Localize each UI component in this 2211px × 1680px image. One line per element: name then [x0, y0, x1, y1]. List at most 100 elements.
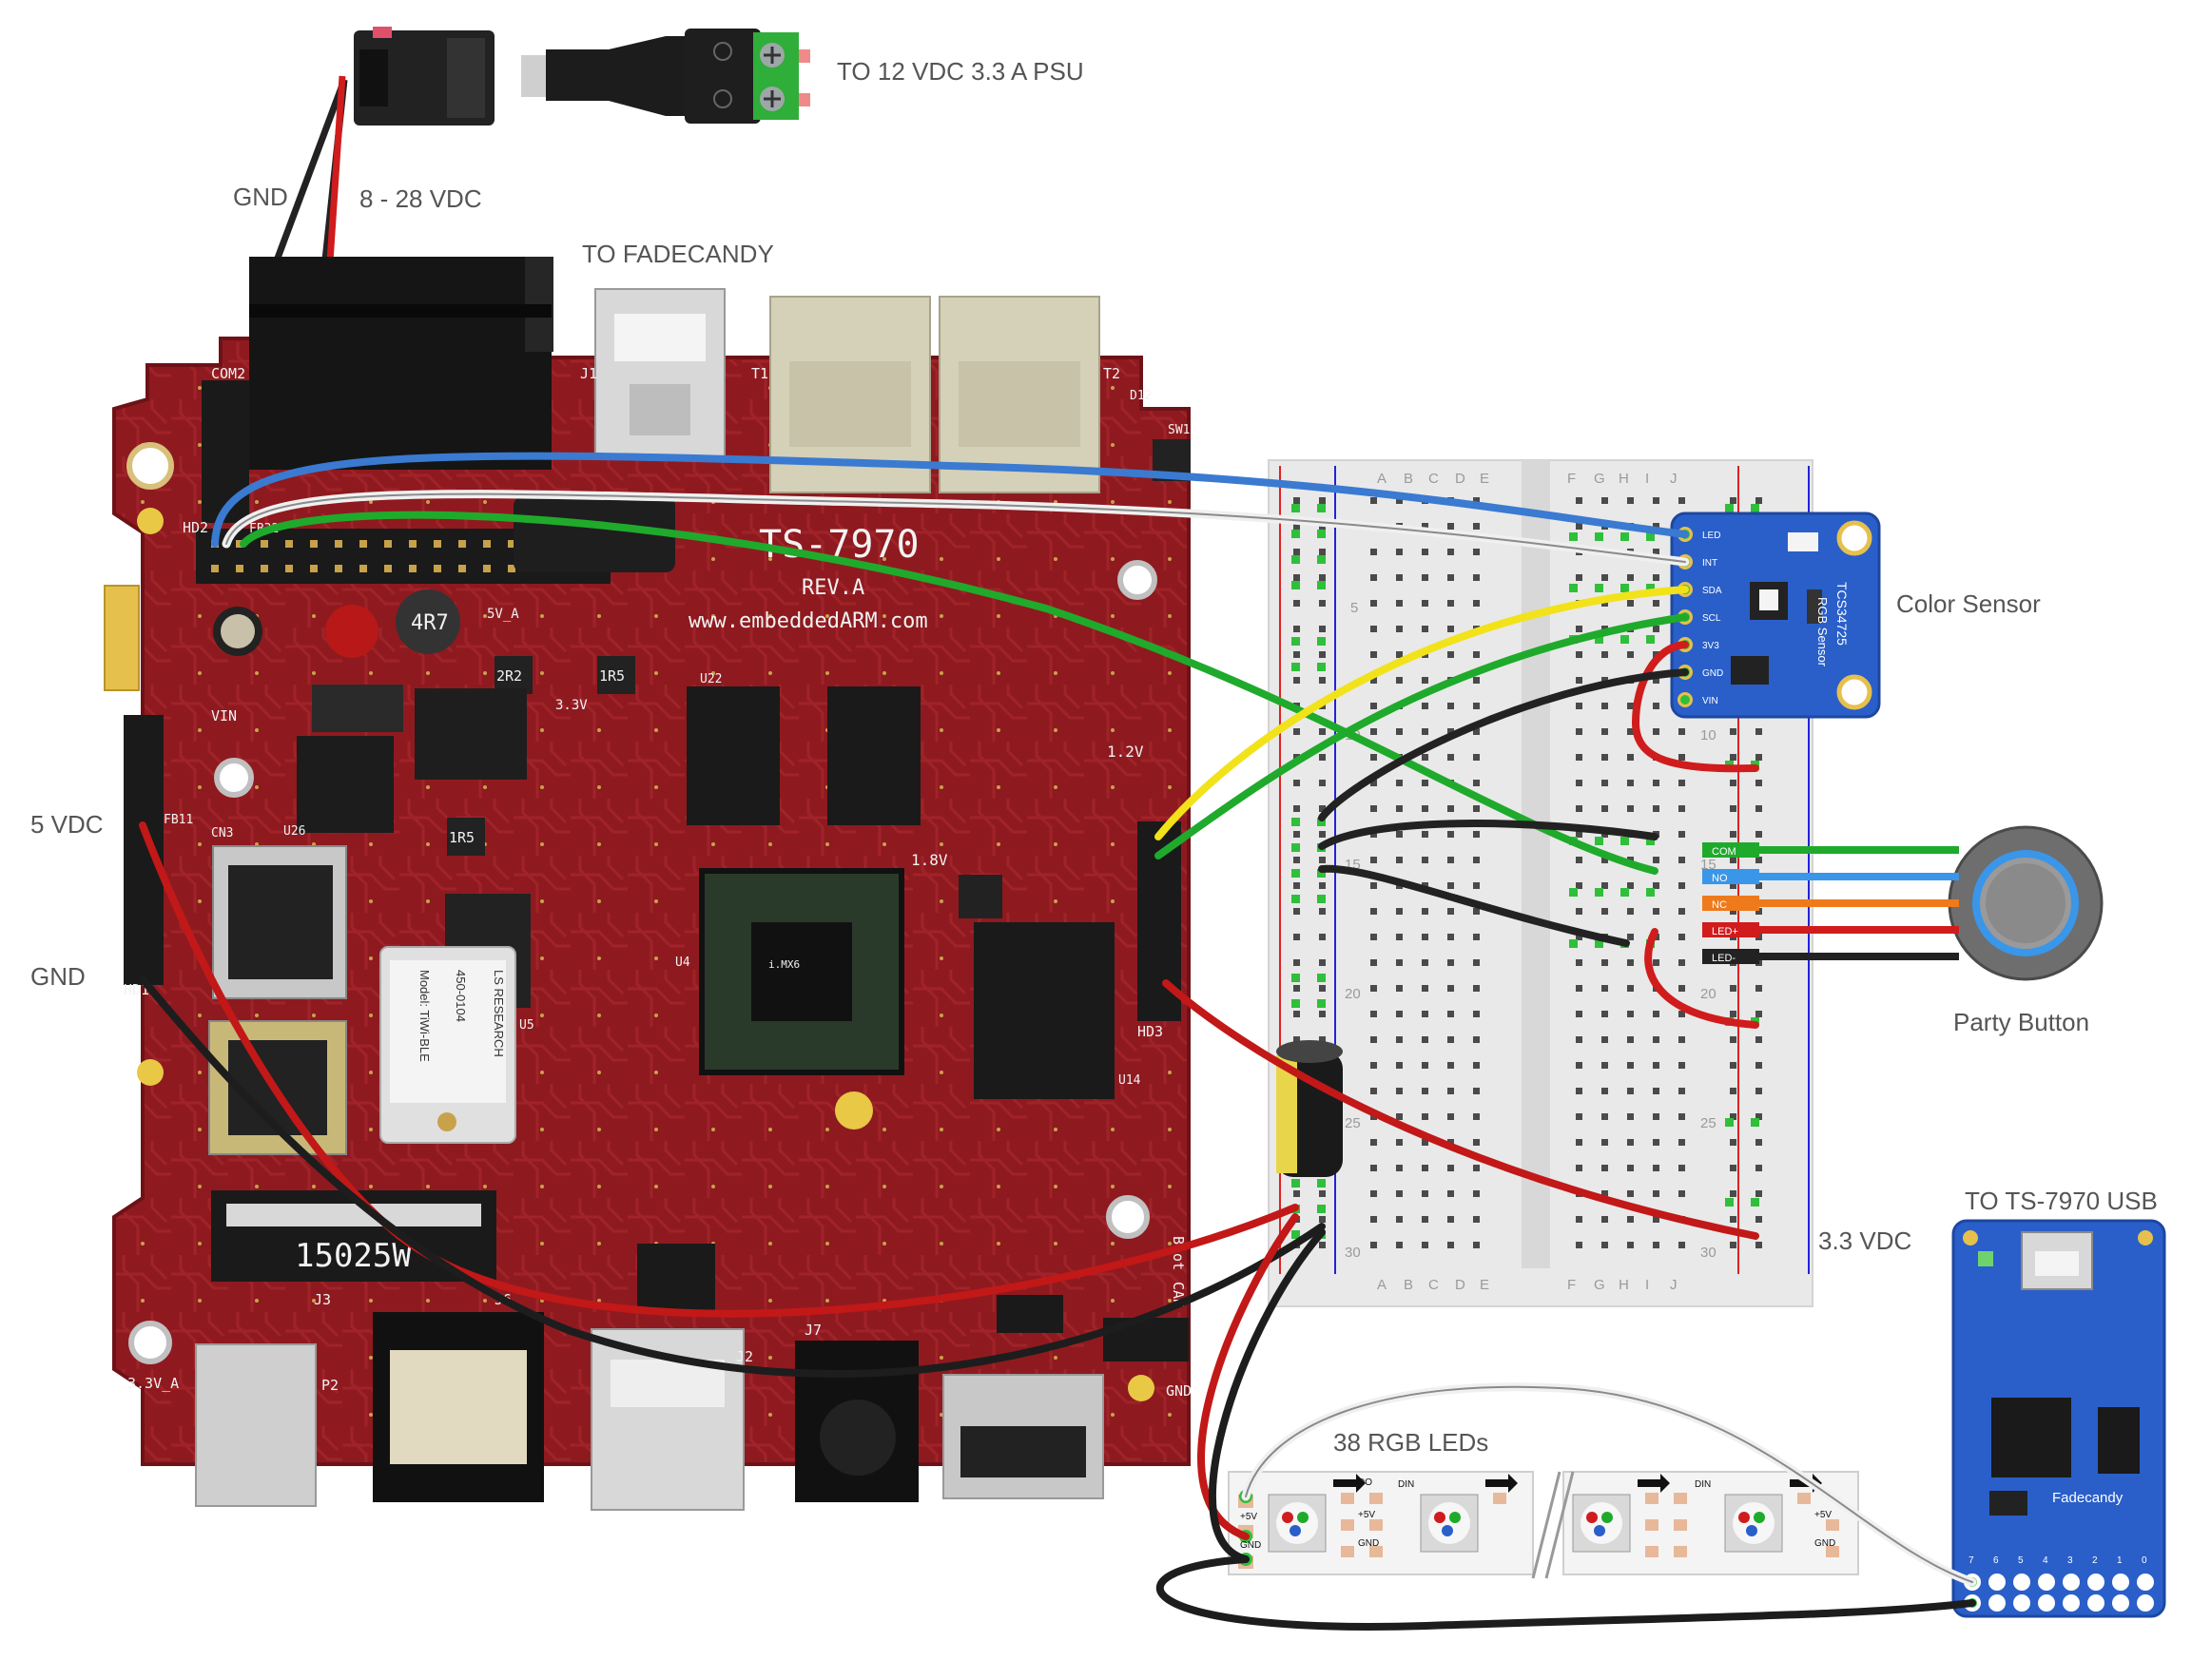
wire-black-gnd — [139, 975, 1326, 1378]
svg-text:LED: LED — [1702, 531, 1720, 541]
wire-white-data — [1245, 1385, 1973, 1583]
wire-green-button — [240, 511, 1658, 875]
svg-text:C: C — [1428, 471, 1439, 487]
fadecandy-board: Fadecandy 7 6 5 4 3 2 1 0 — [1951, 1219, 2166, 1618]
svg-text:A: A — [1377, 471, 1387, 487]
svg-text:D12: D12 — [1130, 389, 1152, 403]
svg-text:C: C — [1428, 1277, 1439, 1293]
svg-text:SCL: SCL — [1702, 613, 1721, 624]
svg-text:B: B — [1404, 471, 1413, 487]
wire-red-3v3 — [1162, 979, 1759, 1240]
svg-text:20: 20 — [1700, 986, 1716, 1002]
svg-text:DIN: DIN — [1398, 1479, 1414, 1490]
svg-text:H: H — [1619, 471, 1629, 487]
svg-text:i.MX6: i.MX6 — [768, 958, 800, 971]
svg-text:GND: GND — [1240, 1540, 1261, 1551]
svg-text:E: E — [1480, 1277, 1489, 1293]
svg-text:U22: U22 — [700, 672, 722, 686]
svg-text:1.8V: 1.8V — [911, 851, 948, 869]
svg-text:I: I — [1645, 1277, 1649, 1293]
svg-text:LS RESEARCH: LS RESEARCH — [492, 970, 506, 1057]
to-ts7970-usb-label: TO TS-7970 USB — [1965, 1187, 2158, 1215]
svg-text:5: 5 — [1350, 600, 1358, 616]
board-url: www.embeddedARM.com — [689, 609, 928, 633]
gnd-top-label: GND — [233, 183, 288, 211]
svg-text:15025W: 15025W — [295, 1237, 412, 1275]
svg-text:G: G — [1594, 1277, 1605, 1293]
svg-text:1R5: 1R5 — [599, 667, 625, 685]
svg-text:3.3V_A: 3.3V_A — [127, 1375, 179, 1392]
svg-text:HD3: HD3 — [1137, 1023, 1163, 1040]
svg-text:U5: U5 — [519, 1018, 534, 1033]
svg-text:H: H — [1619, 1277, 1629, 1293]
svg-text:COM: COM — [1712, 846, 1736, 858]
svg-text:3: 3 — [2067, 1555, 2073, 1566]
svg-text:4R7: 4R7 — [411, 611, 449, 635]
svg-text:DO: DO — [1358, 1477, 1372, 1488]
vdc33-label: 3.3 VDC — [1818, 1226, 1911, 1255]
svg-text:NO: NO — [1712, 873, 1728, 884]
svg-text:0: 0 — [2142, 1555, 2147, 1566]
svg-text:T2: T2 — [1103, 365, 1120, 382]
vdc-range-label: 8 - 28 VDC — [359, 184, 482, 213]
svg-text:30: 30 — [1700, 1245, 1716, 1261]
svg-text:7: 7 — [1969, 1555, 1974, 1566]
wire-blue-sensor — [211, 452, 1689, 548]
svg-text:INT: INT — [1702, 558, 1717, 569]
svg-text:4: 4 — [2043, 1555, 2048, 1566]
svg-text:U4: U4 — [675, 956, 690, 970]
wire-red-sensor-3v3 — [1631, 641, 1759, 773]
svg-text:25: 25 — [1345, 1115, 1361, 1131]
svg-text:J1: J1 — [580, 365, 597, 382]
svg-text:A: A — [1377, 1277, 1387, 1293]
to-fadecandy-label: TO FADECANDY — [582, 240, 774, 268]
wire-yellow-sensor — [1154, 586, 1689, 840]
ts7970-board: 4R7 2R2 1R5 1R5 i.MX6 LS RESEARCH Model:… — [104, 257, 1192, 1511]
svg-text:450-0104: 450-0104 — [454, 970, 468, 1022]
svg-text:1: 1 — [2117, 1555, 2123, 1566]
wires — [139, 452, 1977, 1631]
color-sensor-label: Color Sensor — [1896, 589, 2041, 618]
svg-text:B: B — [1404, 1277, 1413, 1293]
svg-text:D: D — [1455, 1277, 1465, 1293]
svg-text:Model: TiWi-BLE: Model: TiWi-BLE — [417, 970, 432, 1062]
svg-text:U14: U14 — [1118, 1073, 1141, 1088]
dc-barrel-jack — [354, 27, 495, 126]
svg-text:3V3: 3V3 — [1702, 641, 1719, 651]
sensor-chip-name: TCS34725 — [1834, 582, 1850, 646]
svg-text:LED+: LED+ — [1712, 926, 1738, 937]
svg-text:F: F — [1567, 1277, 1576, 1293]
svg-text:E: E — [1480, 471, 1489, 487]
svg-text:J2: J2 — [736, 1348, 753, 1365]
svg-text:1.2V: 1.2V — [1107, 743, 1144, 761]
svg-text:GND: GND — [1702, 668, 1723, 679]
rgb-leds-label: 38 RGB LEDs — [1333, 1428, 1488, 1457]
svg-text:SDA: SDA — [1702, 586, 1722, 596]
svg-text:30: 30 — [1345, 1245, 1361, 1261]
svg-text:1R5: 1R5 — [449, 829, 475, 846]
svg-text:15: 15 — [1700, 857, 1716, 873]
svg-text:DIN: DIN — [1695, 1479, 1711, 1490]
svg-text:2: 2 — [2092, 1555, 2098, 1566]
fadecandy-name: Fadecandy — [2052, 1490, 2124, 1506]
wire-green-sensor — [1154, 613, 1689, 859]
svg-text:I: I — [1645, 471, 1649, 487]
header-hd1 — [124, 715, 164, 985]
svg-text:VIN: VIN — [211, 707, 237, 724]
svg-text:FB11: FB11 — [164, 813, 193, 827]
color-sensor-board: LED INT SDA SCL 3V3 GND VIN TCS34725 RGB… — [1670, 512, 1881, 719]
dc-screw-adapter — [521, 29, 810, 124]
svg-text:J: J — [1670, 471, 1678, 487]
svg-text:J3: J3 — [314, 1291, 331, 1308]
tiwi-module: LS RESEARCH Model: TiWi-BLE 450-0104 — [379, 946, 516, 1144]
svg-text:D: D — [1455, 471, 1465, 487]
svg-text:HD2: HD2 — [183, 519, 208, 536]
svg-text:COM2: COM2 — [211, 365, 245, 382]
svg-text:+5V: +5V — [1814, 1510, 1832, 1520]
svg-text:SW1: SW1 — [1168, 423, 1190, 437]
psu-label: TO 12 VDC 3.3 A PSU — [837, 57, 1084, 86]
svg-text:CN3: CN3 — [211, 826, 233, 840]
gnd-left-label: GND — [30, 962, 86, 991]
